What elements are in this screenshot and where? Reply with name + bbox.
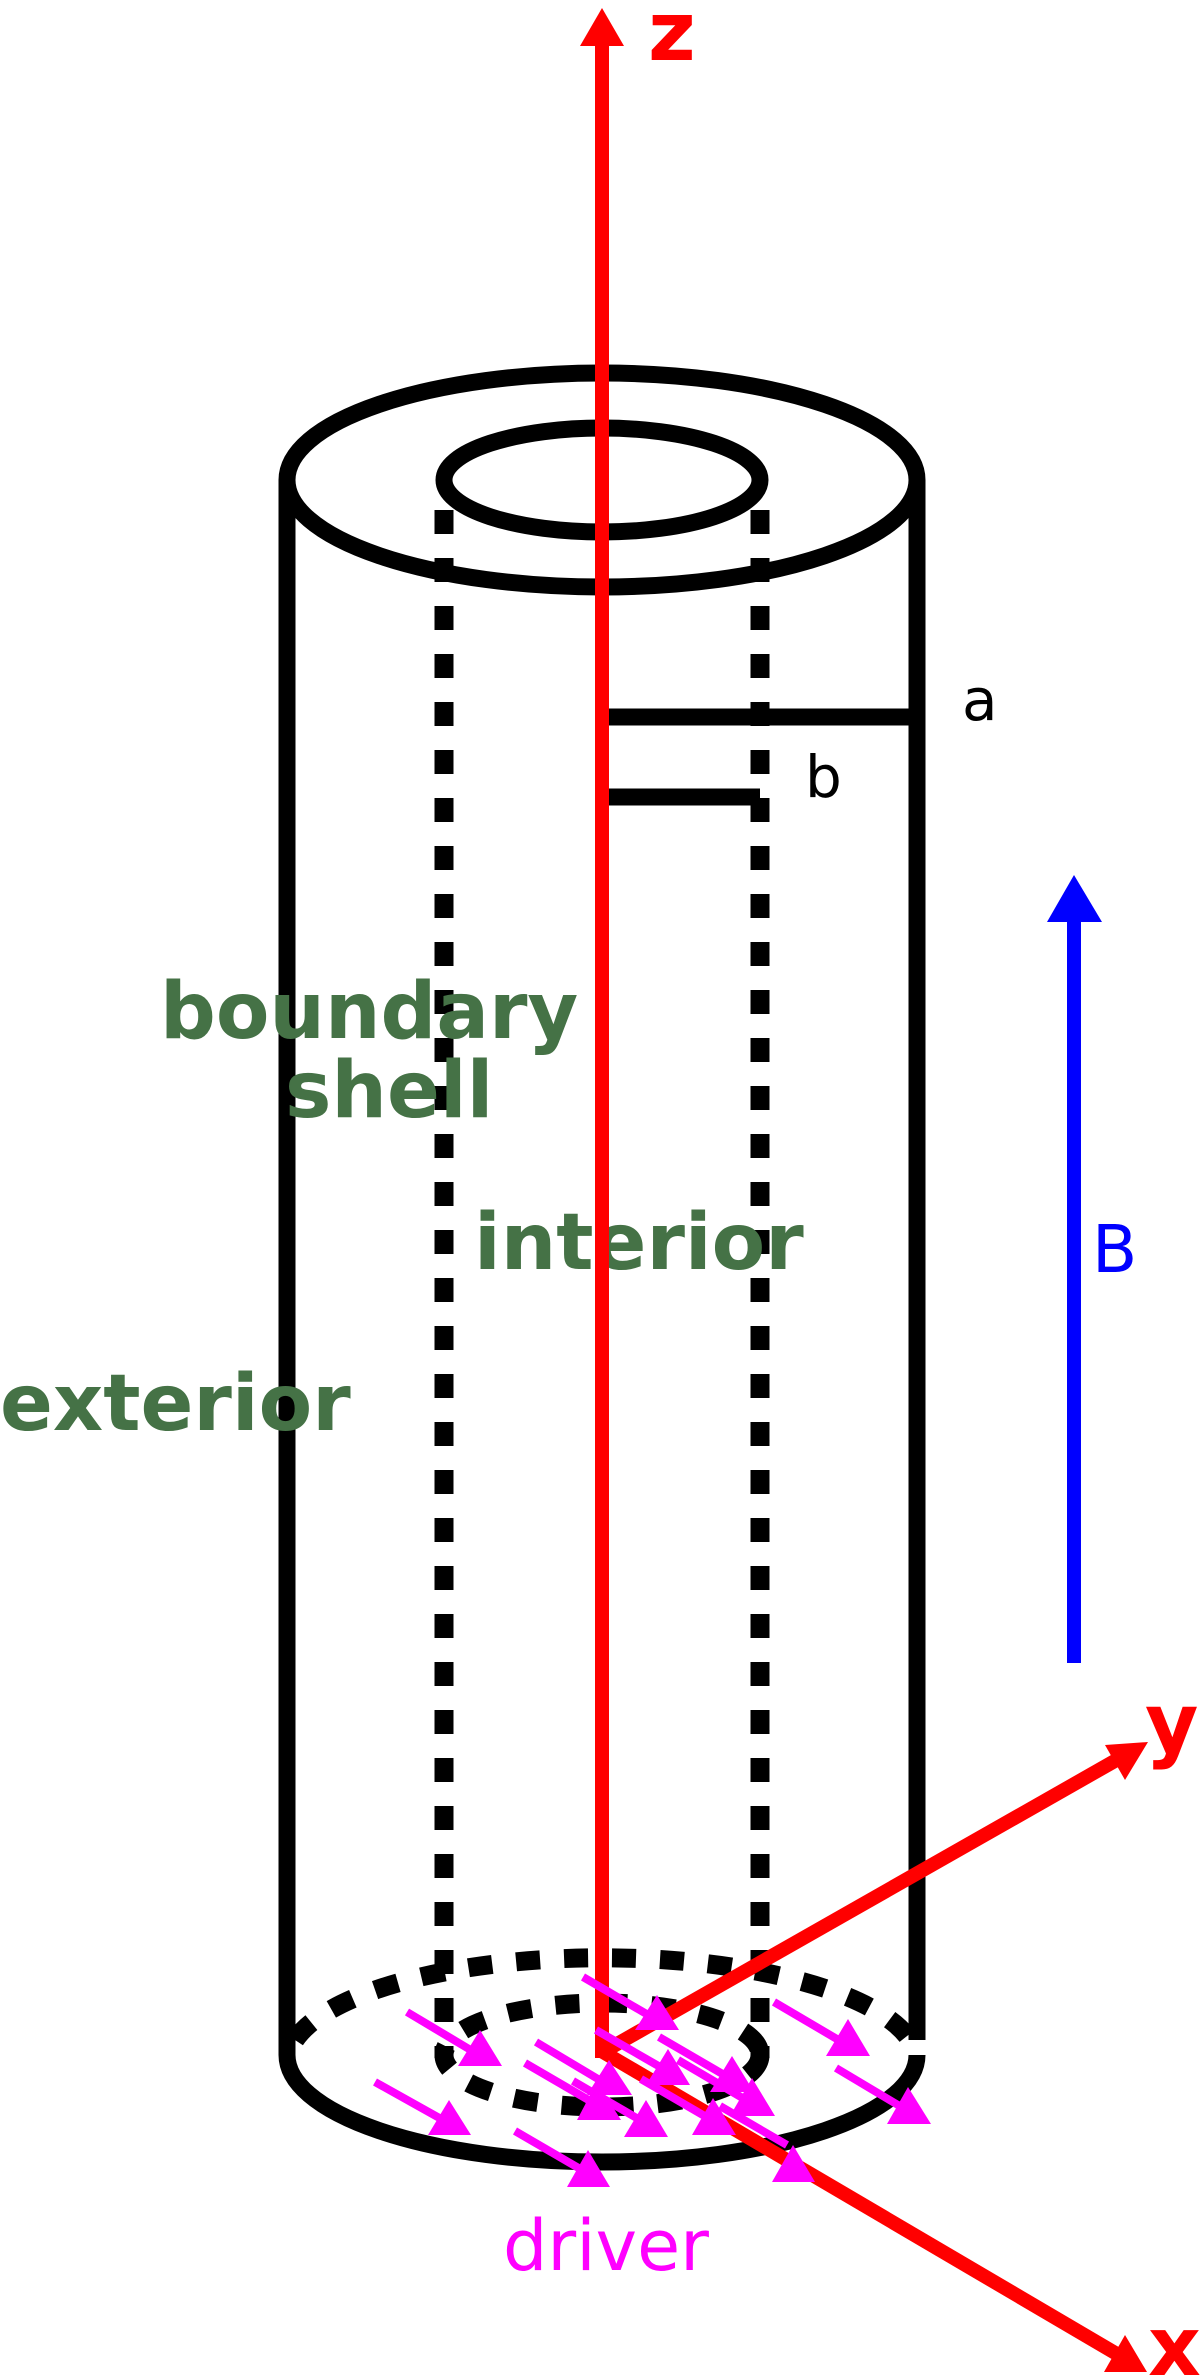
driver-arrow-icon <box>717 2102 815 2182</box>
driver-arrows <box>373 1973 931 2187</box>
inner-bottom-dashed-ellipse <box>434 1993 770 2117</box>
bottom-hidden-edges <box>287 1948 918 2117</box>
outer-bottom-dashed-arc <box>287 1948 918 2046</box>
driver-arrow-icon <box>675 2056 775 2116</box>
boundary-label: boundary <box>160 967 578 1057</box>
radius-b-label: b <box>805 743 842 811</box>
driver-arrow-icon <box>404 2008 502 2066</box>
magnetic-field-arrow <box>1047 875 1102 1663</box>
x-axis-arrowhead-icon <box>1104 2335 1147 2372</box>
z-axis-label: z <box>648 0 696 80</box>
driver-arrow-icon <box>373 2078 471 2135</box>
y-axis-label: y <box>1145 1677 1198 1772</box>
interior-label: interior <box>474 1198 804 1288</box>
outer-bottom-arc <box>278 2054 926 2171</box>
radius-markers <box>597 708 917 806</box>
driver-label: driver <box>503 2205 709 2287</box>
driver-arrow-icon <box>833 2064 931 2124</box>
shell-label: shell <box>285 1046 493 1136</box>
driver-arrow-icon <box>522 2059 621 2120</box>
x-axis-label: x <box>1148 2300 1200 2380</box>
radius-a-label: a <box>962 666 998 734</box>
y-axis-line <box>599 1751 1124 2059</box>
driver-arrow-icon <box>594 2026 690 2085</box>
driver-arrow-icon <box>570 2077 668 2137</box>
y-axis-arrowhead-icon <box>1105 1742 1148 1780</box>
z-axis <box>580 8 624 2058</box>
field-label: B <box>1092 1211 1137 1288</box>
driver-arrow-icon <box>512 2127 610 2187</box>
driver-arrow-icon <box>771 1998 870 2056</box>
exterior-label: exterior <box>0 1359 351 1449</box>
field-arrowhead-icon <box>1047 875 1102 922</box>
driver-arrow-icon <box>638 2075 736 2135</box>
y-axis <box>599 1742 1148 2059</box>
z-axis-arrowhead-icon <box>580 8 624 46</box>
driver-arrow-icon <box>580 1973 679 2030</box>
